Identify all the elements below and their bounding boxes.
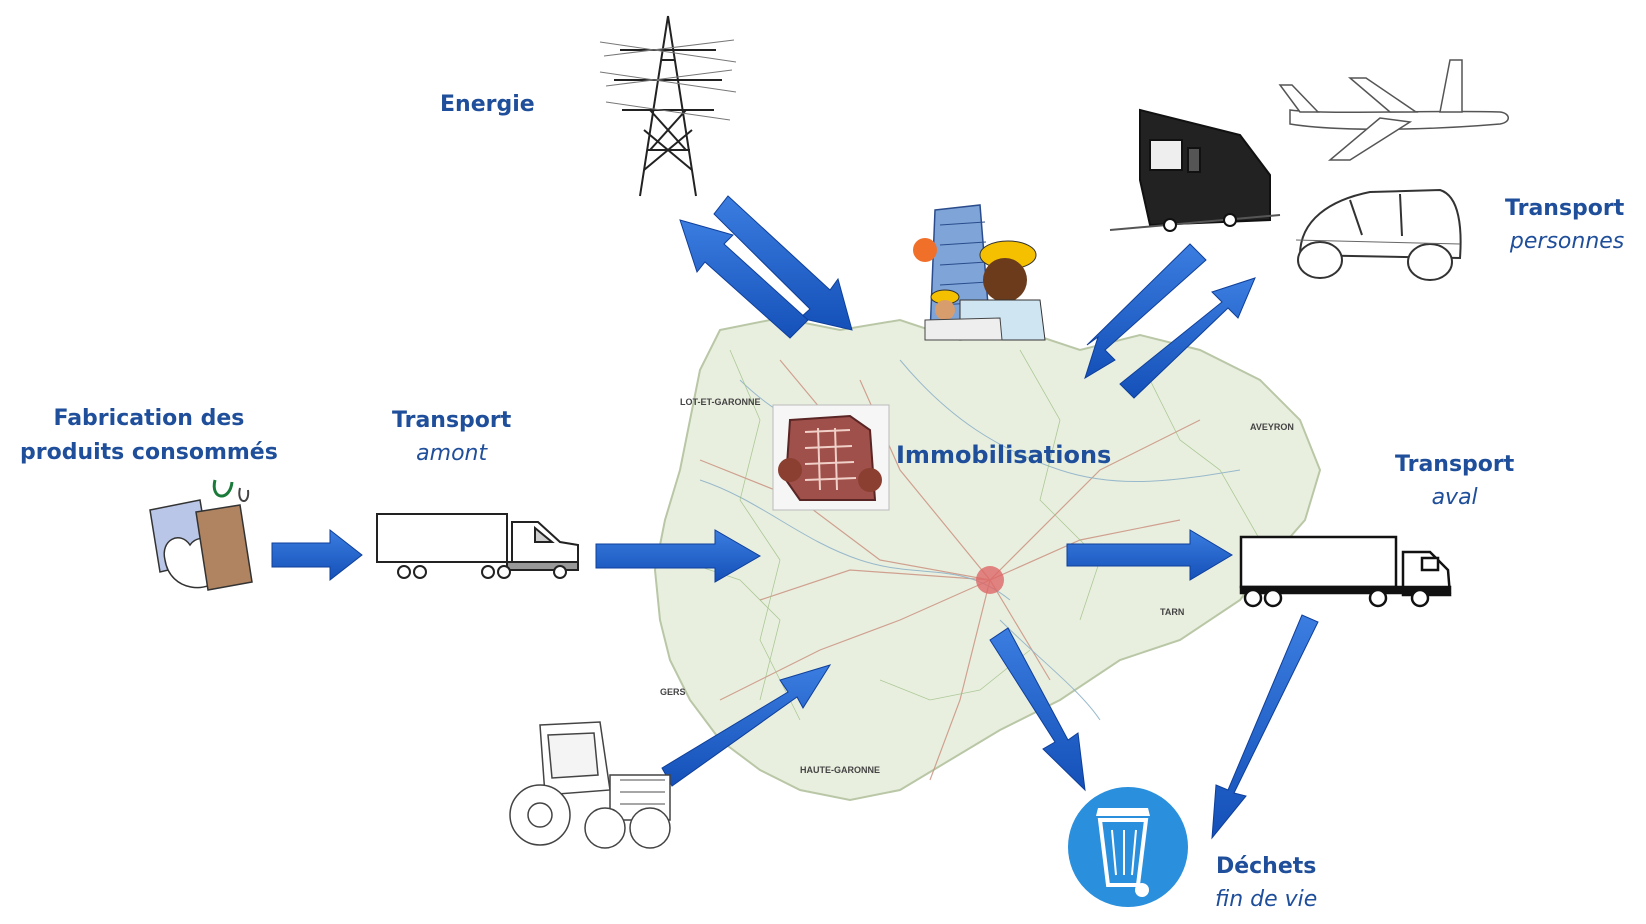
label-immobilisations: Immobilisations: [896, 441, 1112, 469]
arrow-map-to-transport-aval: [1066, 529, 1233, 581]
transport-aval-sub: aval: [1431, 485, 1478, 510]
label-energie: Energie: [440, 88, 535, 122]
dechets-title: Déchets: [1215, 854, 1317, 879]
map-label-tarn: TARN: [1160, 607, 1184, 617]
arrow-transport-aval-to-waste: [1211, 614, 1319, 840]
map-label-lot-et-garonne: LOT-ET-GARONNE: [680, 397, 761, 407]
label-dechets: Déchets fin de vie: [1215, 850, 1317, 916]
map-label-haute-garonne: HAUTE-GARONNE: [800, 765, 880, 775]
arrow-energy-out: [679, 219, 809, 339]
label-transport-amont: Transport amont: [392, 404, 511, 470]
map-label-gers: GERS: [660, 687, 686, 697]
truck-aval-icon: [1239, 535, 1452, 608]
flow-arrows: [271, 195, 1319, 840]
map-label-aveyron: AVEYRON: [1250, 422, 1294, 432]
fabrication-line1: Fabrication des: [53, 406, 245, 431]
dechets-sub: fin de vie: [1215, 887, 1318, 912]
label-transport-aval: Transport aval: [1395, 448, 1514, 514]
building-icon: [772, 404, 890, 511]
arrow-transport-persons-out: [1119, 277, 1256, 399]
fabrication-line2: produits consommés: [20, 440, 278, 465]
car-icon: [1295, 188, 1462, 281]
transport-aval-title: Transport: [1395, 452, 1515, 477]
tractor-icon: [509, 721, 671, 849]
energie-title: Energie: [440, 92, 535, 117]
label-transport-personnes: Transport personnes: [1505, 192, 1624, 258]
trash-bin-icon: [1068, 787, 1188, 907]
transport-amont-title: Transport: [392, 408, 512, 433]
label-fabrication: Fabrication des produits consommés: [20, 402, 278, 470]
transport-personnes-title: Transport: [1505, 196, 1625, 221]
arrow-map-to-waste: [989, 627, 1086, 792]
transport-amont-sub: amont: [416, 441, 488, 466]
arrow-energy-in: [713, 195, 853, 331]
arrow-transport-amont-to-map: [595, 529, 761, 583]
arrow-transport-persons-in: [1084, 243, 1207, 380]
shopping-bags-icon: [149, 479, 253, 591]
transport-personnes-sub: personnes: [1509, 229, 1625, 254]
train-icon: [1109, 108, 1281, 232]
arrow-tractor-to-map: [661, 664, 832, 787]
pylon-icon: [599, 15, 737, 197]
workers-icon: [913, 204, 1046, 341]
airplane-icon: [1278, 59, 1509, 161]
arrow-fabrication-to-transport: [271, 528, 363, 582]
truck-amont-icon: [376, 513, 579, 579]
